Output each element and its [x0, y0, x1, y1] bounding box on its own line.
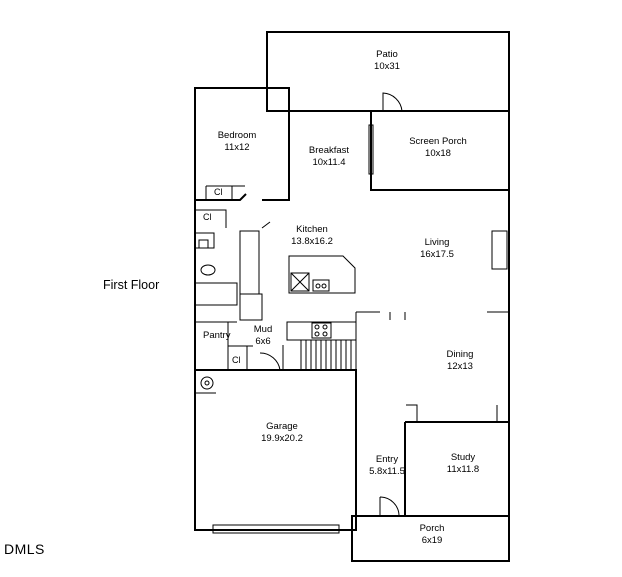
bedroom-wall	[195, 111, 290, 201]
pantry-label: Pantry	[203, 330, 231, 341]
study-wall	[404, 421, 509, 516]
closet-label: Cl	[232, 355, 241, 365]
closet-label: Cl	[203, 212, 212, 222]
screen-porch-outline	[370, 110, 510, 191]
floor-label: First Floor	[103, 278, 160, 292]
porch-outline	[351, 515, 510, 562]
closet-label: Cl	[214, 187, 223, 197]
brand-logo: DMLS	[4, 541, 45, 557]
kitchen-island	[288, 255, 356, 294]
